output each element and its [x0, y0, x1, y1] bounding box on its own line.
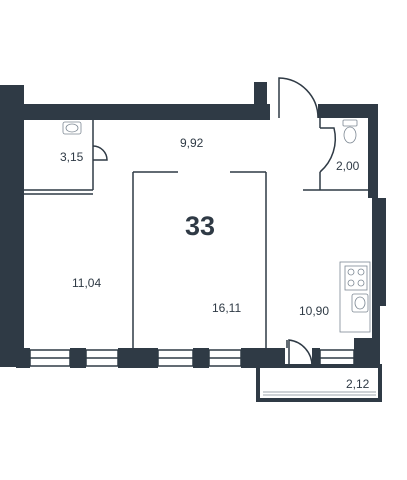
balcony-door [288, 339, 313, 367]
wall-right-column [372, 198, 386, 306]
area-balcony: 2,12 [346, 377, 370, 391]
stove-icon [344, 265, 368, 291]
area-bedroom: 11,04 [72, 276, 101, 290]
bathroom-door [92, 145, 108, 161]
doors [92, 77, 337, 367]
wall-top-left [24, 104, 270, 120]
wc-door [319, 127, 337, 173]
wall-right-corner [354, 338, 380, 366]
wall-bottom-seg-5 [241, 348, 285, 368]
balcony-frame [256, 364, 382, 402]
wall-bottom-seg-1 [16, 348, 30, 368]
area-corridor: 9,92 [180, 136, 204, 150]
area-bathroom: 3,15 [60, 150, 84, 164]
kitchen-sink-icon [351, 293, 369, 313]
balcony [256, 364, 382, 402]
area-wc: 2,00 [336, 159, 360, 173]
area-kitchen: 10,90 [299, 304, 329, 318]
wall-pillar-top [254, 82, 267, 120]
kitchen-counter [339, 261, 371, 333]
outer-walls [0, 82, 386, 368]
area-living-room: 16,11 [212, 301, 241, 315]
fixtures [62, 119, 371, 333]
sink-icon [62, 121, 82, 135]
toilet-icon [342, 119, 358, 144]
wall-bottom-seg-4 [193, 348, 209, 368]
windows [29, 349, 355, 367]
wall-bottom-seg-6 [312, 348, 320, 368]
apartment-number: 33 [185, 211, 215, 241]
interior-walls [24, 118, 370, 348]
entrance-door [278, 77, 319, 119]
wall-left-outer [0, 85, 16, 367]
wall-top-right [318, 104, 376, 118]
wall-bottom-seg-2 [70, 348, 86, 368]
wall-left-inner [16, 85, 24, 367]
wall-bottom-seg-3 [118, 348, 158, 368]
wall-right-upper [368, 104, 378, 198]
wall-right-lower [372, 306, 380, 340]
